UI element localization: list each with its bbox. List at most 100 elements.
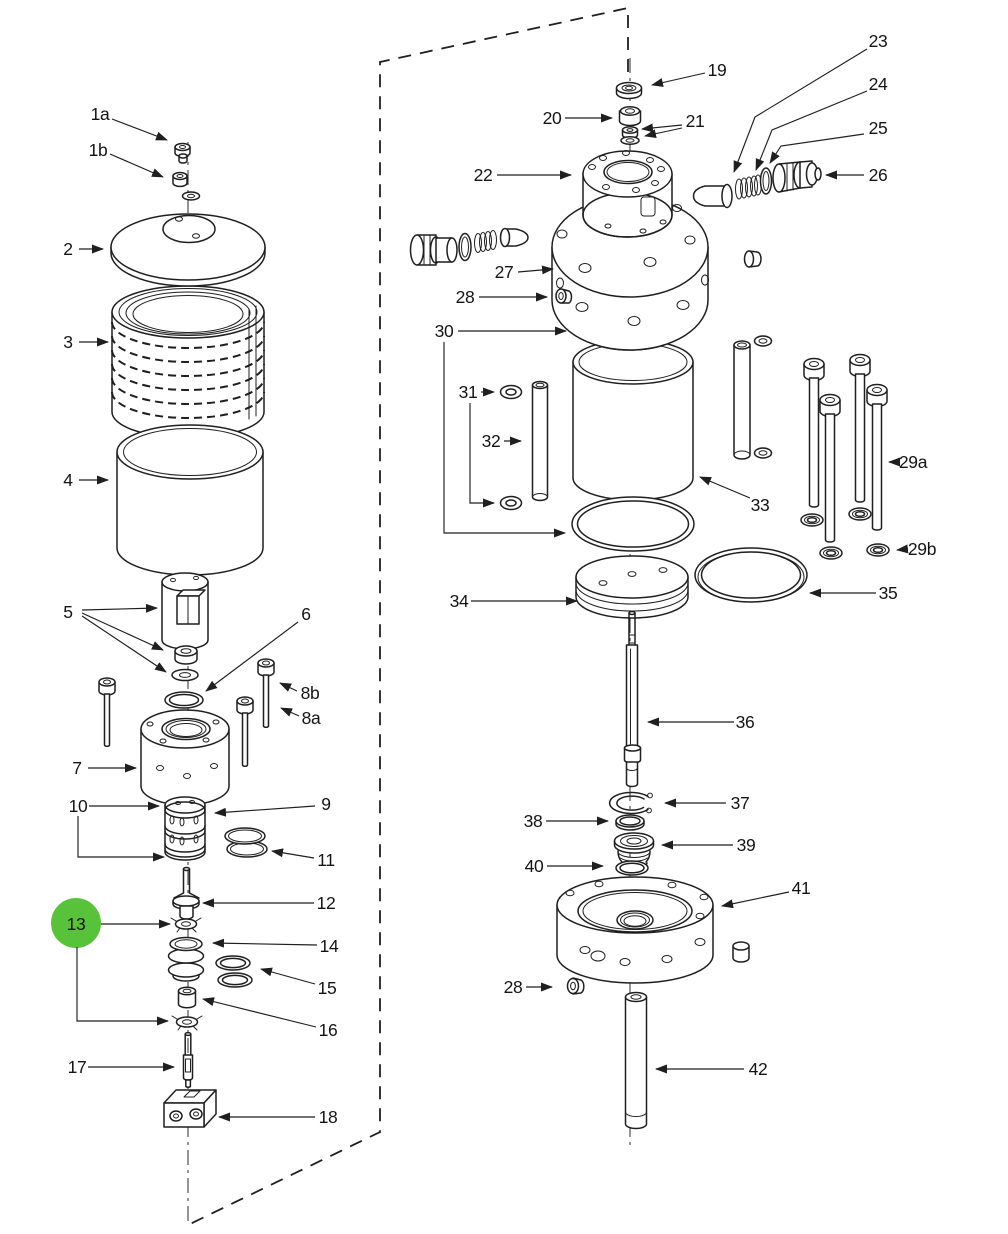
callout-1a: 1a xyxy=(91,104,168,141)
highlight-circle-part-13[interactable] xyxy=(51,898,101,948)
part-17-drive-shaft xyxy=(182,1031,194,1088)
part-label-36: 36 xyxy=(736,712,755,732)
callout-1b: 1b xyxy=(89,140,164,178)
leader-15 xyxy=(260,967,316,985)
callout-21: 21 xyxy=(641,111,705,139)
callout-8a: 8a xyxy=(280,707,321,728)
leader-1a xyxy=(111,118,168,141)
callout-41: 41 xyxy=(721,878,811,909)
callout-12: 12 xyxy=(202,893,336,913)
part-24-spring xyxy=(735,174,762,200)
part-label-24: 24 xyxy=(869,74,888,94)
leader-30-b xyxy=(443,342,566,538)
part-label-3: 3 xyxy=(63,332,72,352)
callout-33: 33 xyxy=(699,476,770,515)
part-label-8a: 8a xyxy=(302,708,321,728)
part-label-37: 37 xyxy=(731,793,750,813)
callout-32: 32 xyxy=(482,431,522,451)
part-25-o-ring xyxy=(759,167,773,195)
part-13-tab-washer-upper xyxy=(170,917,202,933)
part-label-35: 35 xyxy=(879,583,898,603)
part-8-screws xyxy=(98,658,275,768)
part-label-27: 27 xyxy=(495,262,514,282)
part-label-41: 41 xyxy=(792,878,811,898)
part-4-bowl-cylinder xyxy=(116,424,264,576)
callout-4: 4 xyxy=(63,470,109,490)
part-label-9: 9 xyxy=(321,794,330,814)
part-1a-screw xyxy=(174,142,191,164)
part-37-circlip xyxy=(608,791,653,815)
part-label-6: 6 xyxy=(301,604,310,624)
callout-29b: 29b xyxy=(896,539,936,559)
part-42-column-rod xyxy=(624,991,648,1130)
section-divider-dashed-line xyxy=(189,6,629,1225)
tie-bolt xyxy=(849,353,871,503)
part-41-base-flange xyxy=(556,876,714,984)
leader-5-b xyxy=(81,612,164,651)
leader-33 xyxy=(699,476,751,499)
leader-13-b xyxy=(76,947,169,1026)
part-5-valve-block-set xyxy=(161,572,209,682)
part-label-21: 21 xyxy=(686,111,705,131)
part-29a-tie-bolts xyxy=(803,353,888,543)
tie-bolt xyxy=(866,383,888,531)
part-19-washer xyxy=(615,81,643,100)
callout-13-highlighted[interactable]: 13 xyxy=(51,898,171,1026)
callout-22: 22 xyxy=(474,165,572,185)
callout-7: 7 xyxy=(72,758,137,778)
part-label-12: 12 xyxy=(317,893,336,913)
part-2-cover-disc xyxy=(110,213,266,287)
callout-6: 6 xyxy=(205,604,311,692)
part-18-mounting-block xyxy=(163,1089,217,1128)
part-30-o-ring-lower xyxy=(571,496,695,552)
leader-5-a xyxy=(81,603,158,613)
part-22-upper-flange xyxy=(582,150,673,238)
pin-and-o-rings-right xyxy=(733,335,773,460)
leader-31-b xyxy=(469,403,495,508)
part-label-1a: 1a xyxy=(91,104,110,124)
part-label-19: 19 xyxy=(708,60,727,80)
part-label-32: 32 xyxy=(482,431,501,451)
part-label-29b: 29b xyxy=(908,539,936,559)
leader-14 xyxy=(212,938,318,948)
part-29b-washers xyxy=(800,507,890,560)
small-plug-near-27 xyxy=(743,250,762,268)
part-label-15: 15 xyxy=(318,978,337,998)
right-assembly xyxy=(409,81,890,1130)
callout-5: 5 xyxy=(63,602,167,673)
leader-19 xyxy=(651,72,706,87)
callout-14: 14 xyxy=(212,936,339,956)
callout-24: 24 xyxy=(755,74,888,171)
part-11-coiled-ring xyxy=(224,827,268,858)
leader-24 xyxy=(755,90,868,171)
part-28-plug-upper xyxy=(555,288,573,304)
part-label-26: 26 xyxy=(869,165,888,185)
part-label-20: 20 xyxy=(543,108,562,128)
leader-10-b xyxy=(77,816,165,862)
callout-23: 23 xyxy=(733,31,888,173)
leader-21-a xyxy=(641,123,683,133)
callout-16: 16 xyxy=(202,997,338,1040)
callout-2: 2 xyxy=(63,239,104,259)
part-label-22: 22 xyxy=(474,165,493,185)
part-label-38: 38 xyxy=(524,811,543,831)
part-15-o-rings xyxy=(215,955,253,988)
part-label-13[interactable]: 13 xyxy=(67,914,86,934)
callout-35: 35 xyxy=(809,583,898,603)
callout-42: 42 xyxy=(655,1059,768,1079)
part-label-42: 42 xyxy=(749,1059,768,1079)
callout-34: 34 xyxy=(450,591,578,611)
leader-8b xyxy=(279,682,298,692)
part-3-mesh-basket xyxy=(111,285,265,439)
part-label-11: 11 xyxy=(317,850,335,870)
leader-23 xyxy=(733,48,868,173)
part-33-cylinder xyxy=(572,339,694,501)
callouts: 1a 1b 2 3 4 5 6 7 8b 8a 9 10 11 xyxy=(51,31,936,1127)
part-label-34: 34 xyxy=(450,591,469,611)
part-12-poppet-valve xyxy=(172,866,200,920)
check-valve-kit-left xyxy=(409,227,529,266)
callout-9: 9 xyxy=(214,794,331,817)
callout-18: 18 xyxy=(218,1107,338,1127)
callout-19: 19 xyxy=(651,60,727,87)
callout-36: 36 xyxy=(647,712,755,732)
